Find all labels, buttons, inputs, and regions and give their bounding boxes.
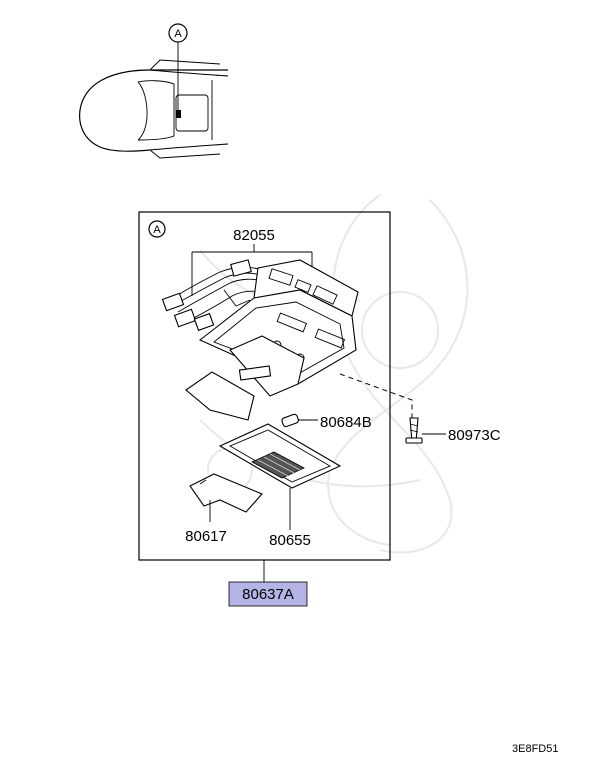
screw-guide-line <box>339 373 413 420</box>
lens-part <box>218 423 342 530</box>
callout-a-marker: A <box>168 23 188 43</box>
part-label-80973c: 80973C <box>448 427 501 444</box>
screw-part <box>405 417 446 444</box>
overhead-console-housing <box>185 259 359 421</box>
part-label-80684b: 80684B <box>320 414 372 431</box>
part-label-80637a: 80637A <box>242 586 294 603</box>
vehicle-top-view <box>79 42 229 159</box>
wiring-harness <box>161 259 269 332</box>
watermark-emblem <box>199 194 469 554</box>
wiring-callout-lines <box>191 244 313 296</box>
detail-a-marker: A <box>148 220 166 238</box>
lens-mesh <box>251 451 305 479</box>
bracket-part <box>189 473 263 522</box>
part-label-80617: 80617 <box>185 528 227 545</box>
bulb-part <box>281 413 318 428</box>
part-label-80655: 80655 <box>269 532 311 549</box>
detail-frame <box>138 211 391 561</box>
detail-a-label: A <box>153 224 161 236</box>
diagram-code: 3E8FD51 <box>512 743 558 755</box>
assembly-label-highlight <box>228 581 308 607</box>
callout-a-label: A <box>174 28 182 40</box>
part-label-82055: 82055 <box>233 227 275 244</box>
